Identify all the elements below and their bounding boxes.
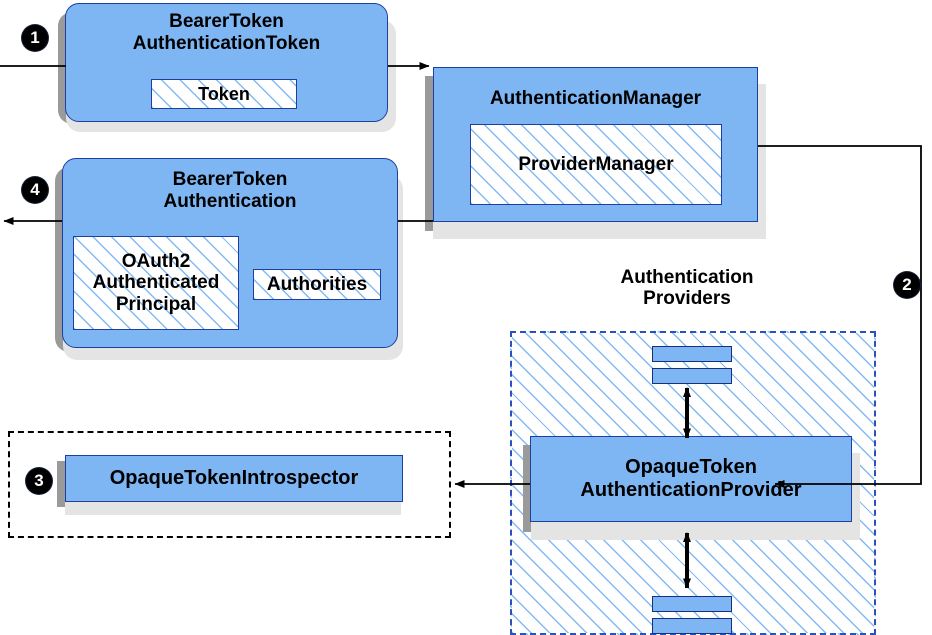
node-opaque-token-authentication-provider[interactable]: OpaqueToken AuthenticationProvider (530, 436, 852, 522)
step-badge-1: 1 (22, 25, 48, 51)
authentication-providers-title-line1: Authentication (620, 267, 754, 288)
step-badge-2: 2 (894, 272, 920, 298)
opaque-token-provider-line1: OpaqueToken (625, 456, 757, 478)
step-badge-3: 3 (26, 468, 52, 494)
inner-authorities[interactable]: Authorities (253, 269, 381, 300)
inner-provider-manager[interactable]: ProviderManager (470, 124, 722, 205)
provider-bar-bottom-1 (652, 596, 732, 612)
oauth2-principal-line1: OAuth2 (121, 251, 191, 273)
provider-bar-top-1 (652, 346, 732, 362)
bearer-token-authentication-token-line2: AuthenticationToken (132, 32, 321, 54)
authentication-providers-title-line2: Providers (643, 288, 731, 310)
bearer-token-authentication-line1: BearerToken (172, 169, 288, 190)
node-opaque-token-introspector[interactable]: OpaqueTokenIntrospector (65, 455, 403, 502)
provider-bar-bottom-2 (652, 618, 732, 634)
bearer-token-authentication-line2: Authentication (163, 190, 297, 212)
bearer-token-authentication-token-line1: BearerToken (169, 11, 284, 32)
provider-bar-top-2 (652, 368, 732, 384)
oauth2-principal-line3: Principal (115, 293, 197, 315)
authentication-providers-title: Authentication Providers (573, 267, 801, 310)
step-badge-4: 4 (22, 177, 48, 203)
inner-token[interactable]: Token (151, 79, 297, 109)
opaque-token-provider-line2: AuthenticationProvider (580, 479, 802, 501)
inner-oauth2-authenticated-principal[interactable]: OAuth2 Authenticated Principal (73, 236, 239, 330)
authentication-manager-title: AuthenticationManager (489, 88, 702, 109)
oauth2-principal-line2: Authenticated (92, 272, 220, 294)
